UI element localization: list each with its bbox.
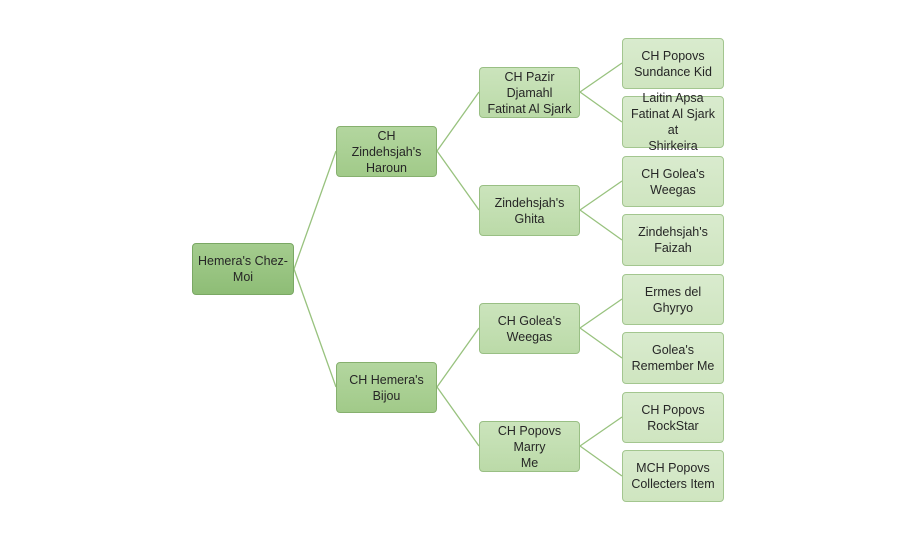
- connector-root-sire: [293, 150, 337, 270]
- connector-ds-dss: [579, 298, 623, 329]
- node-sire-dam-dam: Zindehsjah's Faizah: [622, 214, 724, 266]
- node-sire-sire-dam: Laitin Apsa Fatinat Al Sjark at Shirkeir…: [622, 91, 724, 153]
- node-sire-sire: CH Pazir Djamahl Fatinat Al Sjark: [479, 67, 580, 118]
- node-dam: CH Hemera's Bijou: [336, 362, 437, 413]
- connector-ds-dsd: [579, 327, 623, 359]
- node-dam-dam-sire: CH Popovs RockStar: [622, 392, 724, 443]
- connector-dd-ddd: [579, 445, 623, 477]
- node-sire-dam: Zindehsjah's Ghita: [479, 185, 580, 236]
- connector-sd-sdd: [579, 209, 623, 241]
- node-sire: CH Zindehsjah's Haroun: [336, 126, 437, 177]
- connector-ss-ssd: [579, 91, 623, 123]
- node-dam-sire-sire: Ermes del Ghyryo: [622, 274, 724, 325]
- connector-ss-sss: [579, 62, 623, 93]
- connector-sd-sds: [579, 180, 623, 211]
- node-dam-dam-dam: MCH Popovs Collecters Item: [622, 450, 724, 502]
- node-dam-dam: CH Popovs Marry Me: [479, 421, 580, 472]
- connector-sire-sd: [436, 150, 480, 211]
- connector-sire-ss: [436, 91, 480, 152]
- connector-root-dam: [293, 268, 337, 388]
- node-sire-sire-sire: CH Popovs Sundance Kid: [622, 38, 724, 89]
- node-sire-dam-sire: CH Golea's Weegas: [622, 156, 724, 207]
- connector-dd-dds: [579, 416, 623, 447]
- connector-dam-ds: [436, 327, 480, 388]
- node-dam-sire-dam: Golea's Remember Me: [622, 332, 724, 384]
- connector-dam-dd: [436, 386, 480, 447]
- node-subject: Hemera's Chez- Moi: [192, 243, 294, 295]
- node-dam-sire: CH Golea's Weegas: [479, 303, 580, 354]
